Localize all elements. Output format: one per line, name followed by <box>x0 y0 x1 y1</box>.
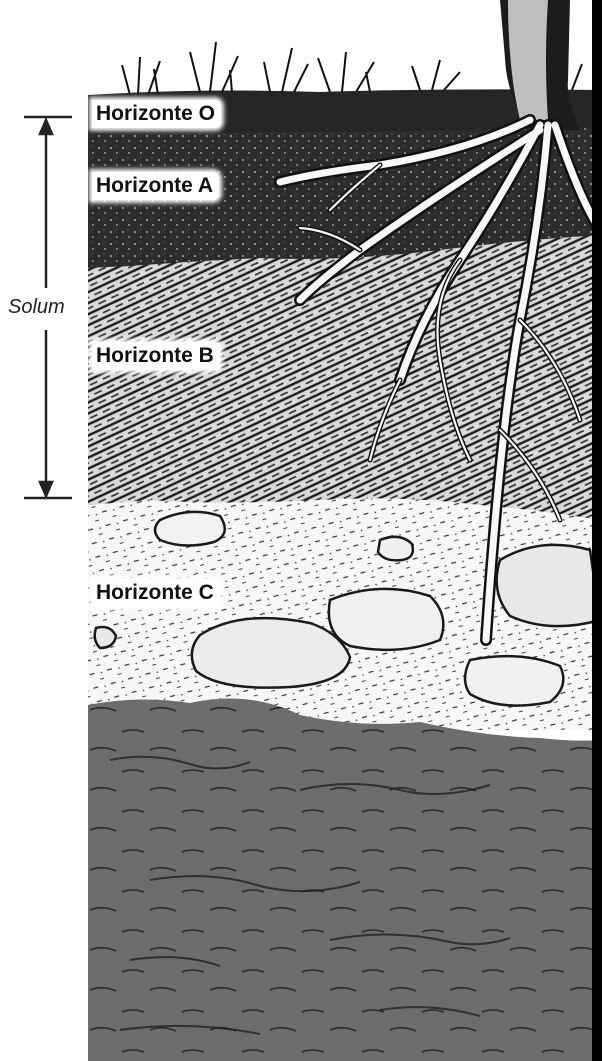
bedrock-layer <box>88 699 600 1061</box>
horizon-o-label: Horizonte O <box>92 100 221 128</box>
right-edge-band <box>592 0 602 1061</box>
horizon-c-label: Horizonte C <box>92 579 220 607</box>
solum-label: Solum <box>8 294 65 321</box>
horizon-a-label: Horizonte A <box>92 172 219 200</box>
horizon-b-label: Horizonte B <box>92 342 220 370</box>
